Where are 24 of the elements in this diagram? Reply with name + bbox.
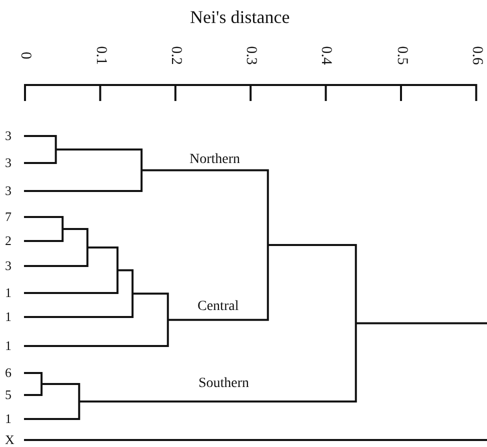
leaf-label: 1 [5, 310, 12, 322]
cluster-label: Southern [198, 377, 250, 391]
leaf-label: 3 [5, 184, 12, 196]
leaf-label: 1 [5, 338, 12, 352]
cluster-label: Northern [190, 153, 240, 167]
axis-title: Nei's distance [190, 8, 290, 26]
leaf-label: X [5, 432, 14, 446]
tick-label: 0.3 [242, 46, 258, 64]
leaf-label: 3 [5, 156, 12, 168]
leaf-label: 1 [5, 412, 12, 424]
tick-label: 0.1 [92, 46, 108, 64]
leaf-label: 1 [5, 286, 12, 298]
leaf-label: 6 [5, 366, 12, 378]
cluster-label: Central [198, 300, 239, 314]
tick-label: 0.2 [168, 46, 183, 64]
leaf-label: 5 [5, 388, 12, 400]
tick-label: 0.6 [468, 46, 484, 64]
leaf-label: 2 [5, 234, 12, 246]
tick-label: 0.5 [393, 46, 408, 64]
leaf-label: 7 [5, 210, 12, 222]
tick-label: 0 [17, 51, 32, 59]
leaf-label: 3 [5, 258, 12, 272]
leaf-label: 3 [5, 128, 12, 142]
tick-label: 0.4 [318, 46, 334, 64]
